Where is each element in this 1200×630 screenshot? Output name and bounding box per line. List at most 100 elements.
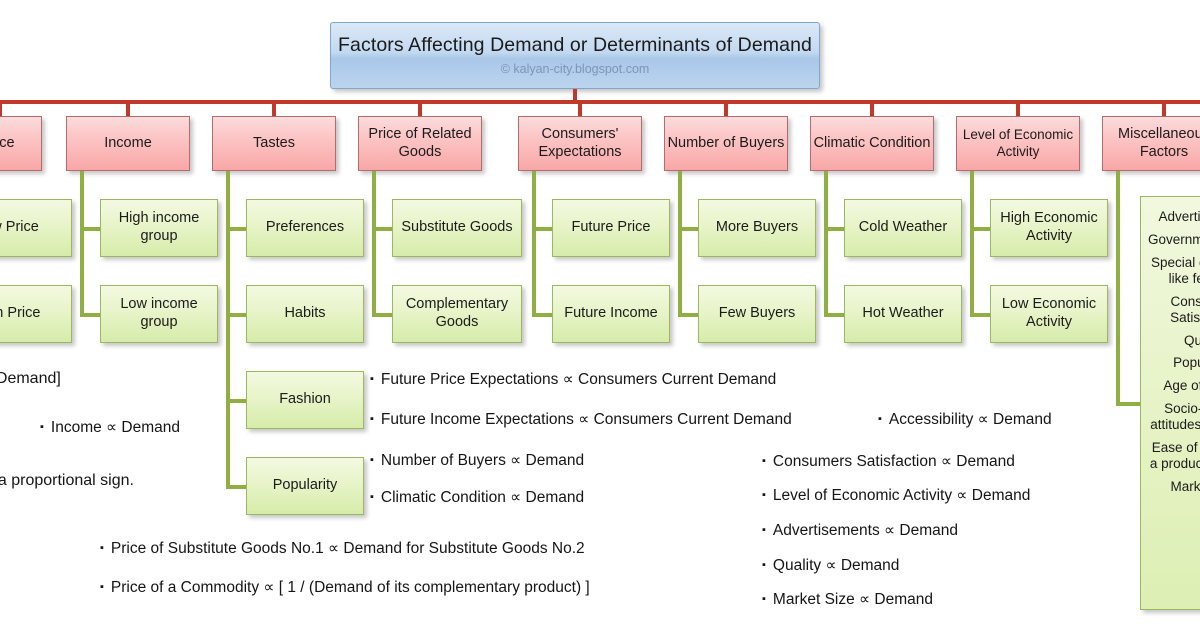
subfactor-box-complementary-goods[interactable]: Complementary Goods — [392, 285, 522, 343]
subfactor-label: Habits — [284, 305, 326, 322]
connector-green-stub-income-1 — [80, 227, 102, 231]
bullet-icon: ▪ — [762, 559, 766, 571]
connector-drop-related — [418, 100, 422, 118]
relation-level-of-economic-activity: ▪Level of Economic Activity ∝ Demand — [762, 486, 1030, 505]
factor-box-income[interactable]: Income — [66, 116, 190, 171]
factor-box-price-of-related-goods[interactable]: Price of Related Goods — [358, 116, 482, 171]
subfactor-box-fashion[interactable]: Fashion — [246, 371, 364, 429]
subfactor-box-popularity[interactable]: Popularity — [246, 457, 364, 515]
connector-green-stub-related-1 — [372, 227, 394, 231]
subfactor-label: Few Buyers — [718, 305, 796, 322]
bullet-icon: ▪ — [878, 413, 882, 425]
relation-text: Future Price Expectations ∝ Consumers Cu… — [380, 371, 777, 388]
factor-box-consumers-expectations[interactable]: Consumers' Expectations — [518, 116, 642, 171]
connector-green-stem-income — [80, 171, 84, 316]
bullet-icon: ▪ — [370, 491, 374, 503]
misc-item-quality: Quality — [1183, 332, 1200, 348]
note-income-rule: ▪Income ∝ Demand — [40, 418, 180, 437]
misc-item-government-policy: Government Policy — [1147, 231, 1200, 247]
relation-text: Future Income Expectations ∝ Consumers C… — [380, 411, 792, 428]
relation-text: Price of Substitute Goods No.1 ∝ Demand … — [110, 540, 585, 557]
factor-box-number-of-buyers[interactable]: Number of Buyers — [664, 116, 788, 171]
connector-green-stub-expect-2 — [532, 313, 554, 317]
factor-box-price[interactable]: Price — [0, 116, 42, 171]
connector-green-stub-economic-1 — [970, 227, 992, 231]
subfactor-box-more-buyers[interactable]: More Buyers — [698, 199, 816, 257]
connector-green-stub-misc — [1116, 402, 1142, 406]
connector-green-stub-buyers-2 — [678, 313, 700, 317]
connector-green-stem-related — [372, 171, 376, 316]
relation-market-size: ▪Market Size ∝ Demand — [762, 590, 933, 609]
subfactor-box-high-economic-activity[interactable]: High Economic Activity — [990, 199, 1108, 257]
factor-box-miscellaneous-factors[interactable]: Miscellaneous Factors — [1102, 116, 1200, 171]
subfactor-box-high-income-group[interactable]: High income group — [100, 199, 218, 257]
relation-text: Price of a Commodity ∝ [ 1 / (Demand of … — [110, 579, 590, 596]
subfactor-box-low-price[interactable]: Low Price — [0, 199, 72, 257]
factor-label: Consumers' Expectations — [538, 125, 622, 160]
subfactor-box-low-economic-activity[interactable]: Low Economic Activity — [990, 285, 1108, 343]
relation-commodity-complementary: ▪Price of a Commodity ∝ [ 1 / (Demand of… — [100, 578, 590, 597]
subfactor-box-low-income-group[interactable]: Low income group — [100, 285, 218, 343]
connector-title-drop — [573, 89, 577, 102]
subfactor-box-habits[interactable]: Habits — [246, 285, 364, 343]
connector-green-stub-buyers-1 — [678, 227, 700, 231]
misc-item-special-occasions: Special occasions like festivals — [1150, 254, 1200, 286]
subfactor-box-preferences[interactable]: Preferences — [246, 199, 364, 257]
subfactor-box-substitute-goods[interactable]: Substitute Goods — [392, 199, 522, 257]
subfactor-box-hot-weather[interactable]: Hot Weather — [844, 285, 962, 343]
subfactor-label: More Buyers — [715, 219, 799, 236]
subfactor-label: Substitute Goods — [401, 219, 513, 236]
diagram-title-box: Factors Affecting Demand or Determinants… — [330, 22, 820, 89]
connector-drop-misc — [1162, 100, 1166, 118]
connector-drop-expect — [578, 100, 582, 118]
bullet-icon: ▪ — [100, 542, 104, 554]
factor-box-tastes[interactable]: Tastes — [212, 116, 336, 171]
bullet-icon: ▪ — [40, 421, 44, 433]
connector-green-stem-buyers — [678, 171, 682, 316]
factor-box-climatic-condition[interactable]: Climatic Condition — [810, 116, 934, 171]
relation-text: Accessibility ∝ Demand — [888, 411, 1052, 428]
factor-label: Price of Related Goods — [368, 125, 472, 160]
connector-green-stub-related-2 — [372, 313, 394, 317]
connector-drop-economic — [1016, 100, 1020, 118]
connector-drop-buyers — [724, 100, 728, 118]
connector-green-stub-expect-1 — [532, 227, 554, 231]
connector-green-stub-climatic-2 — [824, 313, 846, 317]
connector-green-stub-tastes-4 — [226, 485, 248, 489]
factor-label: Income — [104, 134, 152, 151]
subfactor-box-future-price[interactable]: Future Price — [552, 199, 670, 257]
connector-drop-price — [0, 100, 2, 118]
misc-item-advertisements: Advertisements — [1158, 209, 1200, 224]
subfactor-box-future-income[interactable]: Future Income — [552, 285, 670, 343]
subfactor-label: High income group — [118, 210, 200, 244]
connector-green-stub-economic-2 — [970, 313, 992, 317]
factor-label: Climatic Condition — [813, 134, 931, 151]
relation-number-of-buyers: ▪Number of Buyers ∝ Demand — [370, 451, 584, 470]
connector-drop-income — [126, 100, 130, 118]
misc-factors-panel[interactable]: Advertisements Government Policy Special… — [1140, 196, 1200, 610]
note-price-rule: Price ∝ [ 1 / Demand] — [0, 370, 61, 387]
subfactor-label: Hot Weather — [862, 305, 944, 322]
connector-green-stem-tastes — [226, 171, 230, 487]
subfactor-label: High Economic Activity — [1000, 210, 1098, 244]
subfactor-box-cold-weather[interactable]: Cold Weather — [844, 199, 962, 257]
factor-label: Level of Economic Activity — [962, 127, 1074, 159]
connector-green-stub-climatic-1 — [824, 227, 846, 231]
factor-box-level-of-economic-activity[interactable]: Level of Economic Activity — [956, 116, 1080, 171]
subfactor-label: Future Price — [571, 219, 651, 236]
connector-red-bus — [0, 100, 1200, 104]
subfactor-label: Popularity — [272, 477, 338, 494]
misc-item-age-of-people: Age of people — [1163, 378, 1200, 394]
subfactor-label: Future Income — [564, 305, 658, 322]
credit-watermark: © kalyan-city.blogspot.com — [500, 61, 650, 76]
note-proportional-sign: ∝ is a proportional sign. — [0, 472, 134, 489]
subfactor-box-high-price[interactable]: High Price — [0, 285, 72, 343]
bullet-icon: ▪ — [370, 454, 374, 466]
subfactor-box-few-buyers[interactable]: Few Buyers — [698, 285, 816, 343]
factor-label: Miscellaneous Factors — [1118, 125, 1200, 160]
connector-green-stub-income-2 — [80, 313, 102, 317]
misc-item-socio-cultural-attitudes: Socio-cultural attitudes / mindset — [1150, 401, 1200, 433]
connector-green-stub-tastes-3 — [226, 399, 248, 403]
relation-text: Climatic Condition ∝ Demand — [380, 489, 585, 506]
bullet-icon: ▪ — [370, 373, 374, 385]
